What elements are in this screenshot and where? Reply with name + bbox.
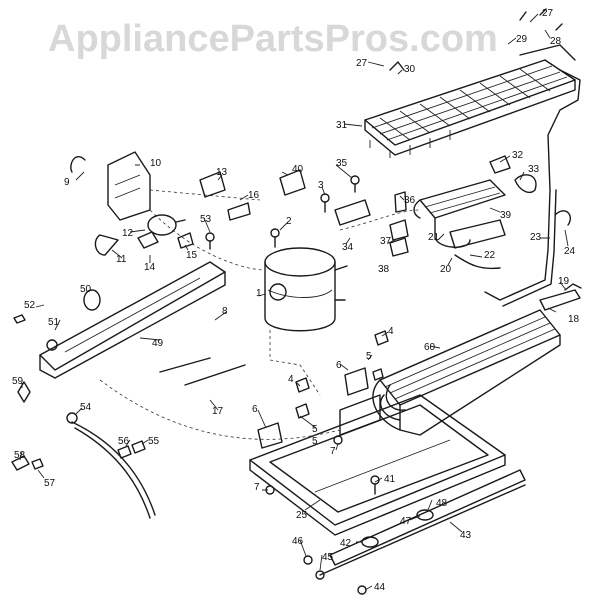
- callout: 3: [318, 180, 324, 191]
- callout: 5: [312, 424, 318, 435]
- callout: 18: [568, 314, 580, 325]
- callout: 48: [436, 498, 448, 509]
- callout: 41: [384, 474, 396, 485]
- callout: 54: [80, 402, 92, 413]
- callout: 60: [424, 342, 436, 353]
- side-rail[interactable]: [319, 469, 526, 576]
- callout: 29: [516, 34, 528, 45]
- watermark: AppliancePartsPros.com: [48, 18, 498, 60]
- callout: 34: [342, 242, 354, 253]
- mounting-rail[interactable]: [39, 261, 226, 379]
- callout: 49: [152, 338, 164, 349]
- callout: 12: [122, 228, 134, 239]
- callout: 33: [528, 164, 540, 175]
- callout: 38: [378, 264, 390, 275]
- callout: 31: [336, 120, 348, 131]
- callout: 14: [144, 262, 156, 273]
- leader-lines: [19, 13, 569, 591]
- callout: 27: [542, 8, 554, 19]
- callout: 6: [336, 360, 342, 371]
- callout: 37: [380, 236, 392, 247]
- callout: 24: [564, 246, 576, 257]
- callout: 39: [500, 210, 512, 221]
- callout: 55: [148, 436, 160, 447]
- callout: 36: [404, 195, 416, 206]
- evaporator-coil[interactable]: [364, 44, 581, 191]
- callout: 13: [216, 167, 228, 178]
- callout: 50: [80, 284, 92, 295]
- callout: 58: [14, 450, 26, 461]
- callout-labels: 27 29 28 27 30 31 32 33 9 10 13 16 40 35…: [12, 8, 580, 593]
- callout: 32: [512, 150, 524, 161]
- defrost-heater[interactable]: [413, 179, 506, 249]
- callout: 45: [322, 552, 334, 563]
- callout: 57: [44, 478, 56, 489]
- callout: 21: [428, 232, 440, 243]
- compressor[interactable]: [264, 247, 348, 332]
- callout: 43: [460, 530, 472, 541]
- callout: 30: [404, 64, 416, 75]
- callout: 5: [312, 436, 318, 447]
- callout: 52: [24, 300, 36, 311]
- callout: 19: [558, 276, 570, 287]
- callout: 10: [150, 158, 162, 169]
- callout: 42: [340, 538, 352, 549]
- callout: 4: [288, 374, 294, 385]
- callout: 17: [212, 406, 224, 417]
- callout: 22: [484, 250, 496, 261]
- accumulator-tube[interactable]: [484, 189, 557, 307]
- callout: 2: [286, 216, 292, 227]
- callout: 44: [374, 582, 386, 593]
- callout: 51: [48, 317, 60, 328]
- callout: 15: [186, 250, 198, 261]
- callout: 9: [64, 177, 70, 188]
- relay-box[interactable]: [107, 151, 151, 221]
- callout: 11: [116, 254, 127, 265]
- callout: 16: [248, 190, 260, 201]
- callout: 40: [292, 164, 304, 175]
- callout: 7: [254, 482, 260, 493]
- base-frame[interactable]: [249, 394, 506, 536]
- callout: 1: [256, 288, 262, 299]
- callout: 53: [200, 214, 212, 225]
- callout: 47: [400, 516, 412, 527]
- callout: 56: [118, 436, 130, 447]
- callout: 8: [222, 306, 228, 317]
- callout: 6: [252, 404, 258, 415]
- callout: 59: [12, 376, 24, 387]
- condenser-coil[interactable]: [372, 309, 561, 436]
- callout: 20: [440, 264, 452, 275]
- callout: 28: [550, 36, 562, 47]
- callout: 5: [366, 351, 372, 362]
- drip-pan-wire[interactable]: [66, 412, 156, 519]
- callout: 4: [388, 326, 394, 337]
- callout: 46: [292, 536, 304, 547]
- callout: 23: [530, 232, 542, 243]
- callout: 35: [336, 158, 348, 169]
- callout: 7: [330, 446, 336, 457]
- callout: 27: [356, 58, 368, 69]
- callout: 25: [296, 510, 308, 521]
